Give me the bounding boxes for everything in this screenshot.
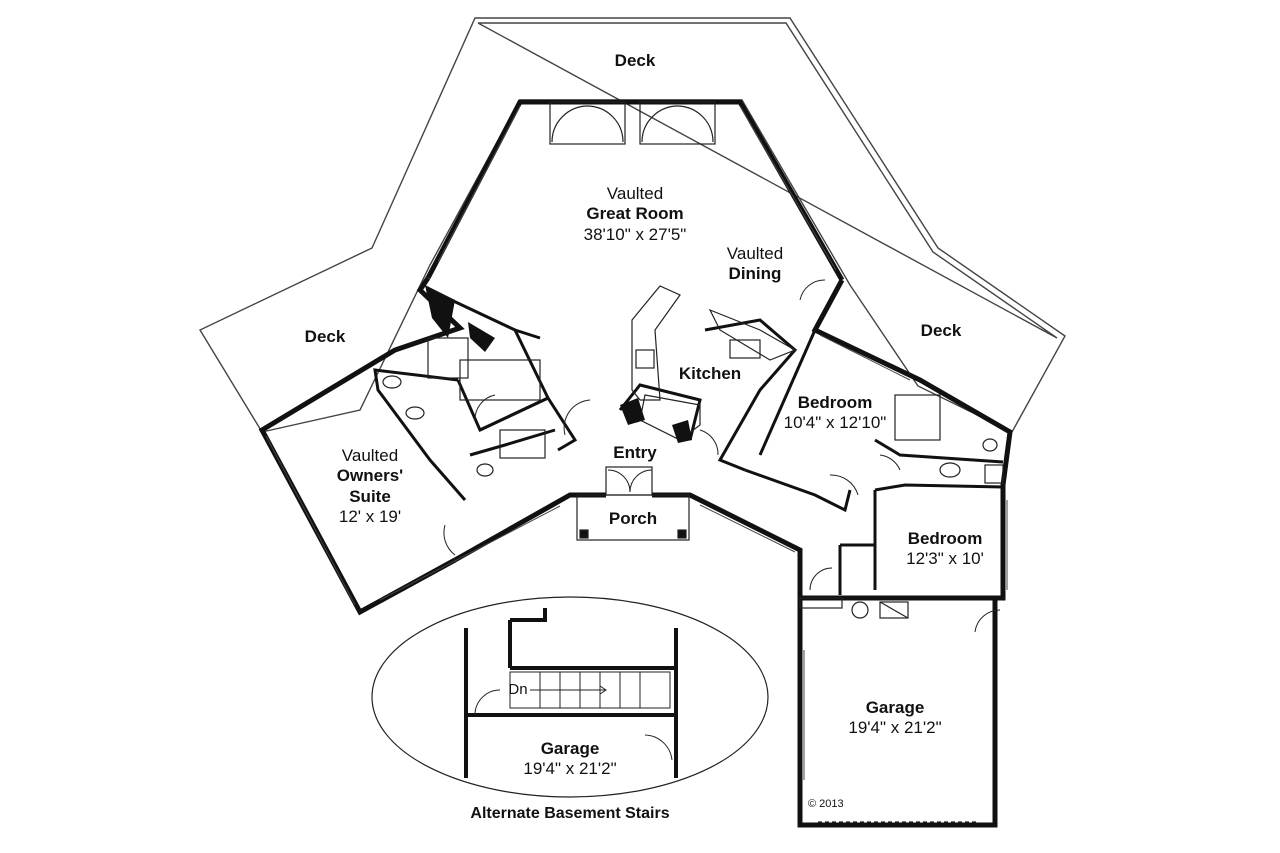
top-deck [198, 17, 1066, 433]
french-doors [549, 101, 716, 145]
bedroom-2-name: Bedroom [907, 529, 983, 548]
entry-name: Entry [613, 443, 657, 462]
windows [265, 105, 1008, 780]
great-room-size: 38'10" x 27'5" [583, 224, 687, 244]
door-swings [443, 279, 1001, 633]
owners-suite-name-1: Owners' [336, 466, 404, 486]
bedroom-2-size: 12'3" x 10' [906, 549, 984, 569]
porch-name: Porch [608, 509, 658, 528]
garage-name: Garage [865, 698, 925, 717]
bath-fixtures [382, 337, 1004, 484]
bedroom-1-label: Bedroom 10'4" x 12'10" [770, 393, 900, 434]
inset-garage-name: Garage [540, 739, 600, 758]
garage-fixtures [799, 597, 978, 823]
dining-prefix: Vaulted [726, 244, 784, 263]
interior-walls [373, 288, 1004, 595]
great-room-label: Vaulted Great Room 38'10" x 27'5" [560, 184, 710, 245]
bedroom-1-name: Bedroom [797, 393, 873, 412]
great-room-prefix: Vaulted [606, 184, 664, 203]
bedroom-2-label: Bedroom 12'3" x 10' [890, 529, 1000, 570]
garage-label: Garage 19'4" x 21'2" [835, 698, 955, 739]
kitchen-name: Kitchen [678, 364, 742, 383]
inset-stairs-dn-label: Dn [508, 681, 528, 698]
dining-name: Dining [728, 264, 782, 284]
deck-outlines [198, 17, 1066, 433]
deck-label-left: Deck [304, 327, 346, 346]
copyright-label: © 2013 [808, 798, 844, 810]
garage-size: 19'4" x 21'2" [848, 718, 942, 738]
dining-label: Vaulted Dining [710, 244, 800, 285]
bedroom-1-size: 10'4" x 12'10" [783, 413, 887, 433]
kitchen-label: Kitchen [665, 364, 755, 384]
owners-suite-name-2: Suite [349, 486, 391, 506]
inset-garage-size: 19'4" x 21'2" [523, 759, 617, 779]
entry-label: Entry [595, 443, 675, 463]
kitchen-dark-blocks [425, 285, 692, 443]
inset-basement-stairs [371, 596, 769, 798]
owners-suite-prefix: Vaulted [341, 446, 399, 465]
owners-suite-label: Vaulted Owners' Suite 12' x 19' [320, 446, 420, 528]
inset-garage-label: Garage 19'4" x 21'2" [510, 739, 630, 780]
porch-label: Porch [593, 509, 673, 529]
porch [576, 466, 690, 541]
deck-label-top: Deck [614, 51, 656, 70]
great-room-name: Great Room [586, 204, 684, 224]
deck-label-right: Deck [920, 321, 962, 340]
inset-caption: Alternate Basement Stairs [470, 805, 670, 822]
owners-suite-size: 12' x 19' [338, 507, 402, 527]
